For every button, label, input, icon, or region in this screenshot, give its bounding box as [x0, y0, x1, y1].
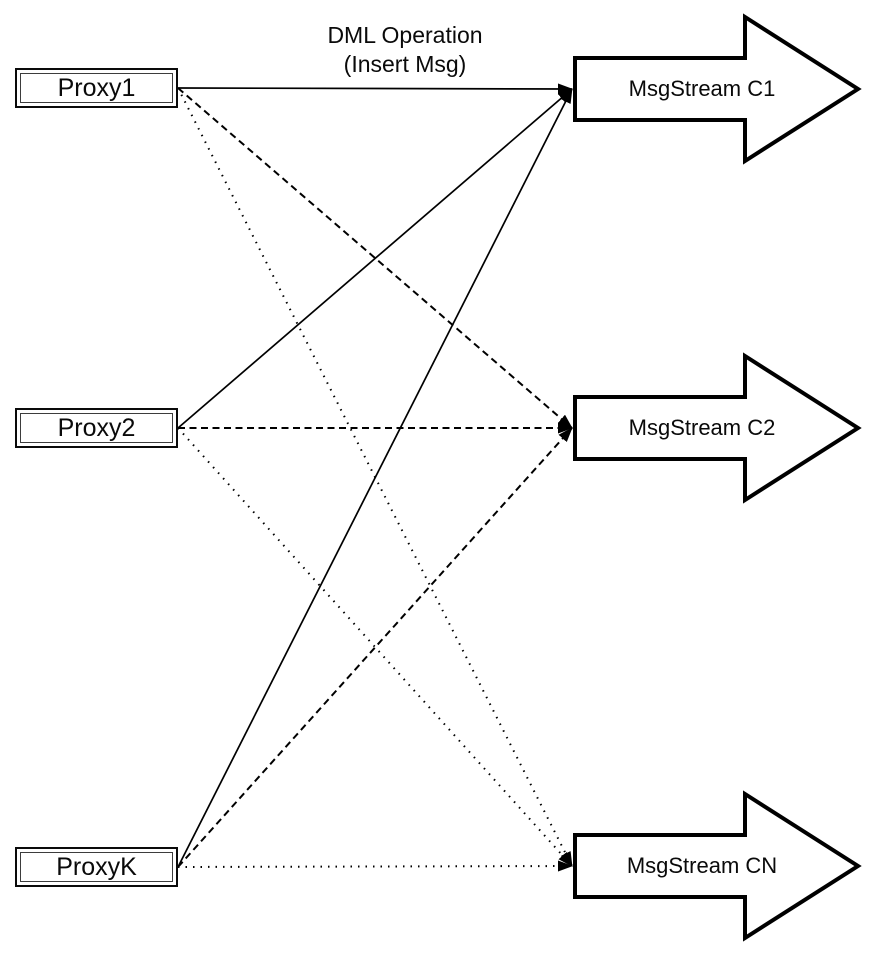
connector-proxy2-cn	[177, 427, 573, 867]
msgstream-arrow-cn	[573, 790, 862, 942]
msgstream-cn-label: MsgStream CN	[626, 853, 778, 878]
proxyk-box: ProxyK	[15, 847, 178, 887]
connector-proxyk-c2	[177, 427, 573, 868]
msgstream-arrow-c1	[573, 13, 862, 165]
connector-proxy2-c1	[177, 88, 573, 429]
msgstream-c2-label: MsgStream C2	[628, 415, 776, 440]
msgstream-arrow-c2	[573, 352, 862, 504]
msgstream-c1-label: MsgStream C1	[628, 76, 776, 101]
proxy1-label: Proxy1	[57, 73, 136, 102]
proxy1-box: Proxy1	[15, 68, 178, 108]
proxy2-box: Proxy2	[15, 408, 178, 448]
connector-proxyk-c1	[177, 88, 573, 868]
dml-operation-line1: DML Operation	[327, 22, 483, 48]
proxyk-label: ProxyK	[56, 852, 137, 881]
dml-operation-label: DML Operation (Insert Msg)	[285, 21, 525, 79]
dml-operation-line2: (Insert Msg)	[343, 51, 467, 77]
connector-proxyk-cn	[177, 860, 573, 872]
proxy2-label: Proxy2	[57, 413, 136, 442]
connector-proxy1-c1	[177, 83, 573, 95]
connector-proxy1-c2	[177, 87, 573, 429]
